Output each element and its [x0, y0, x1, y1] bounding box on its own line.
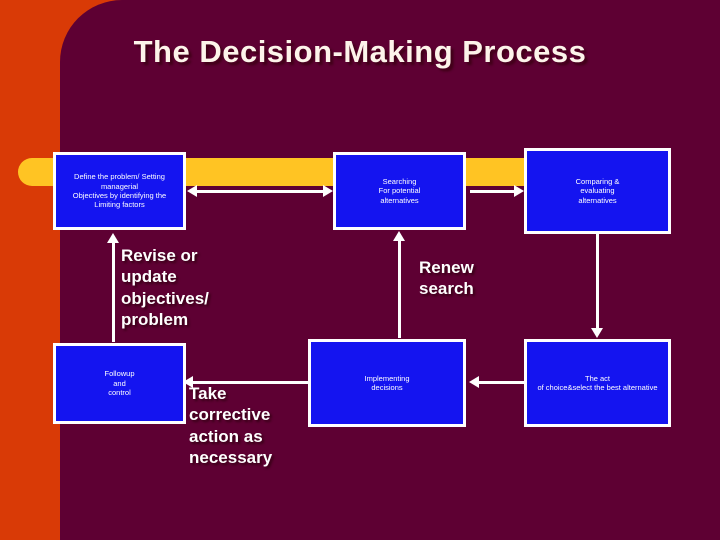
process-box-define-problem[interactable]: Define the problem/ Setting managerial O…	[53, 152, 186, 230]
connector-define-search-arrowhead-left	[187, 185, 197, 197]
connector-compare-act-line	[596, 234, 599, 330]
process-box-define-problem-label: Define the problem/ Setting managerial O…	[72, 172, 167, 210]
connector-implement-search-line	[398, 240, 401, 338]
process-box-followup-control[interactable]: Followup and control	[53, 343, 186, 424]
process-box-followup-control-label: Followup and control	[104, 369, 135, 398]
loop-label-revise-objectives: Revise or update objectives/ problem	[121, 246, 209, 329]
connector-act-implement-line	[478, 381, 526, 384]
connector-act-implement-arrowhead	[469, 376, 479, 388]
process-box-searching-alternatives[interactable]: Searching For potential alternatives	[333, 152, 466, 230]
process-box-comparing-evaluating[interactable]: Comparing & evaluating alternatives	[524, 148, 671, 234]
connector-define-search-arrowhead-right	[323, 185, 333, 197]
loop-label-renew-search: Renew search	[419, 258, 474, 299]
process-box-implementing-decisions[interactable]: Implementing decisions	[308, 339, 466, 427]
process-box-searching-alternatives-label: Searching For potential alternatives	[378, 176, 421, 205]
process-box-act-of-choice-label: The act of choice&select the best altern…	[537, 373, 658, 392]
process-box-comparing-evaluating-label: Comparing & evaluating alternatives	[575, 176, 620, 205]
connector-followup-define-arrowhead	[107, 233, 119, 243]
connector-search-compare-line	[470, 190, 516, 193]
connector-implement-followup-arrowhead	[183, 376, 193, 388]
connector-define-search-line	[196, 190, 324, 193]
connector-followup-define-line	[112, 242, 115, 342]
connector-search-compare-arrowhead	[514, 185, 524, 197]
connector-implement-search-arrowhead	[393, 231, 405, 241]
connector-compare-act-arrowhead	[591, 328, 603, 338]
connector-implement-followup-line	[192, 381, 308, 384]
loop-label-corrective-action: Take corrective action as necessary	[189, 384, 273, 467]
maroon-rounded-panel	[60, 0, 720, 540]
page-title: The Decision-Making Process	[133, 34, 587, 69]
process-box-implementing-decisions-label: Implementing decisions	[364, 373, 410, 392]
process-box-act-of-choice[interactable]: The act of choice&select the best altern…	[524, 339, 671, 427]
